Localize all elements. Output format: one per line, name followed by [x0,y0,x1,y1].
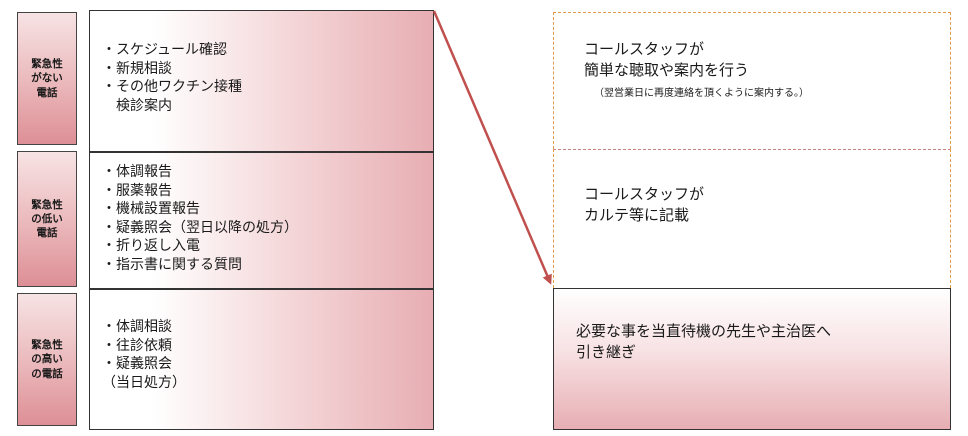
label-line: 電話 [36,227,58,240]
action-line: コールスタッフが [584,40,705,58]
action-box-none: コールスタッフが 簡単な聴取や案内を行う （翌営業日に再度連絡を頂くように案内す… [553,12,951,149]
label-line: の低い [31,212,63,225]
action-line: 必要な事を当直待機の先生や主治医へ [576,322,832,340]
label-line: 緊急性 [31,58,63,71]
action-line: 簡単な聴取や案内を行う [584,61,750,79]
action-box-high: 必要な事を当直待機の先生や主治医へ 引き継ぎ [553,288,951,430]
item-list: ・体調相談 ・往診依頼 ・疑義照会 （当日処方） [102,318,423,392]
label-line: がない [31,72,63,85]
item-list: ・スケジュール確認 ・新規相談 ・その他ワクチン接種 検診案内 [102,41,423,115]
action-box-low: コールスタッフが カルテ等に記載 [553,149,951,288]
list-item: ・その他ワクチン接種 [102,79,242,95]
action-line: 引き継ぎ [576,343,637,361]
label-line: 緊急性 [31,198,63,211]
action-line: カルテ等に記載 [584,206,690,224]
list-item: ・往診依頼 [102,337,172,354]
list-item: （当日処方） [102,374,186,391]
list-item: ・疑義照会 [102,356,172,372]
label-line: 電話 [36,86,58,99]
list-item: ・新規相談 [102,60,172,77]
list-item: ・疑義照会（翌日以降の処方） [102,219,298,236]
item-list: ・体調報告 ・服薬報告 ・機械設置報告 ・疑義照会（翌日以降の処方） ・折り返し… [102,163,423,274]
urgency-label-none: 緊急性 がない 電話 [17,12,77,145]
label-line: の高い [31,353,63,366]
list-item: 検診案内 [102,97,172,114]
list-item: ・体調報告 [102,164,172,180]
urgency-label-low: 緊急性 の低い 電話 [17,151,77,287]
action-note: （翌営業日に再度連絡を頂くように案内する。） [594,88,809,99]
list-item: ・服薬報告 [102,182,172,199]
urgency-label-high: 緊急性 の高い の電話 [17,293,77,426]
content-box-high: ・体調相談 ・往診依頼 ・疑義照会 （当日処方） [89,289,434,430]
list-item: ・スケジュール確認 [102,42,228,58]
content-box-low: ・体調報告 ・服薬報告 ・機械設置報告 ・疑義照会（翌日以降の処方） ・折り返し… [89,152,434,289]
list-item: ・体調相談 [102,319,172,335]
list-item: ・指示書に関する質問 [102,256,242,273]
list-item: ・折り返し入電 [102,238,200,254]
action-line: コールスタッフが [584,185,705,203]
label-line: の電話 [31,367,63,380]
list-item: ・機械設置報告 [102,201,200,217]
content-box-none: ・スケジュール確認 ・新規相談 ・その他ワクチン接種 検診案内 [89,10,434,152]
label-line: 緊急性 [31,339,63,352]
arrow-line [432,10,552,285]
